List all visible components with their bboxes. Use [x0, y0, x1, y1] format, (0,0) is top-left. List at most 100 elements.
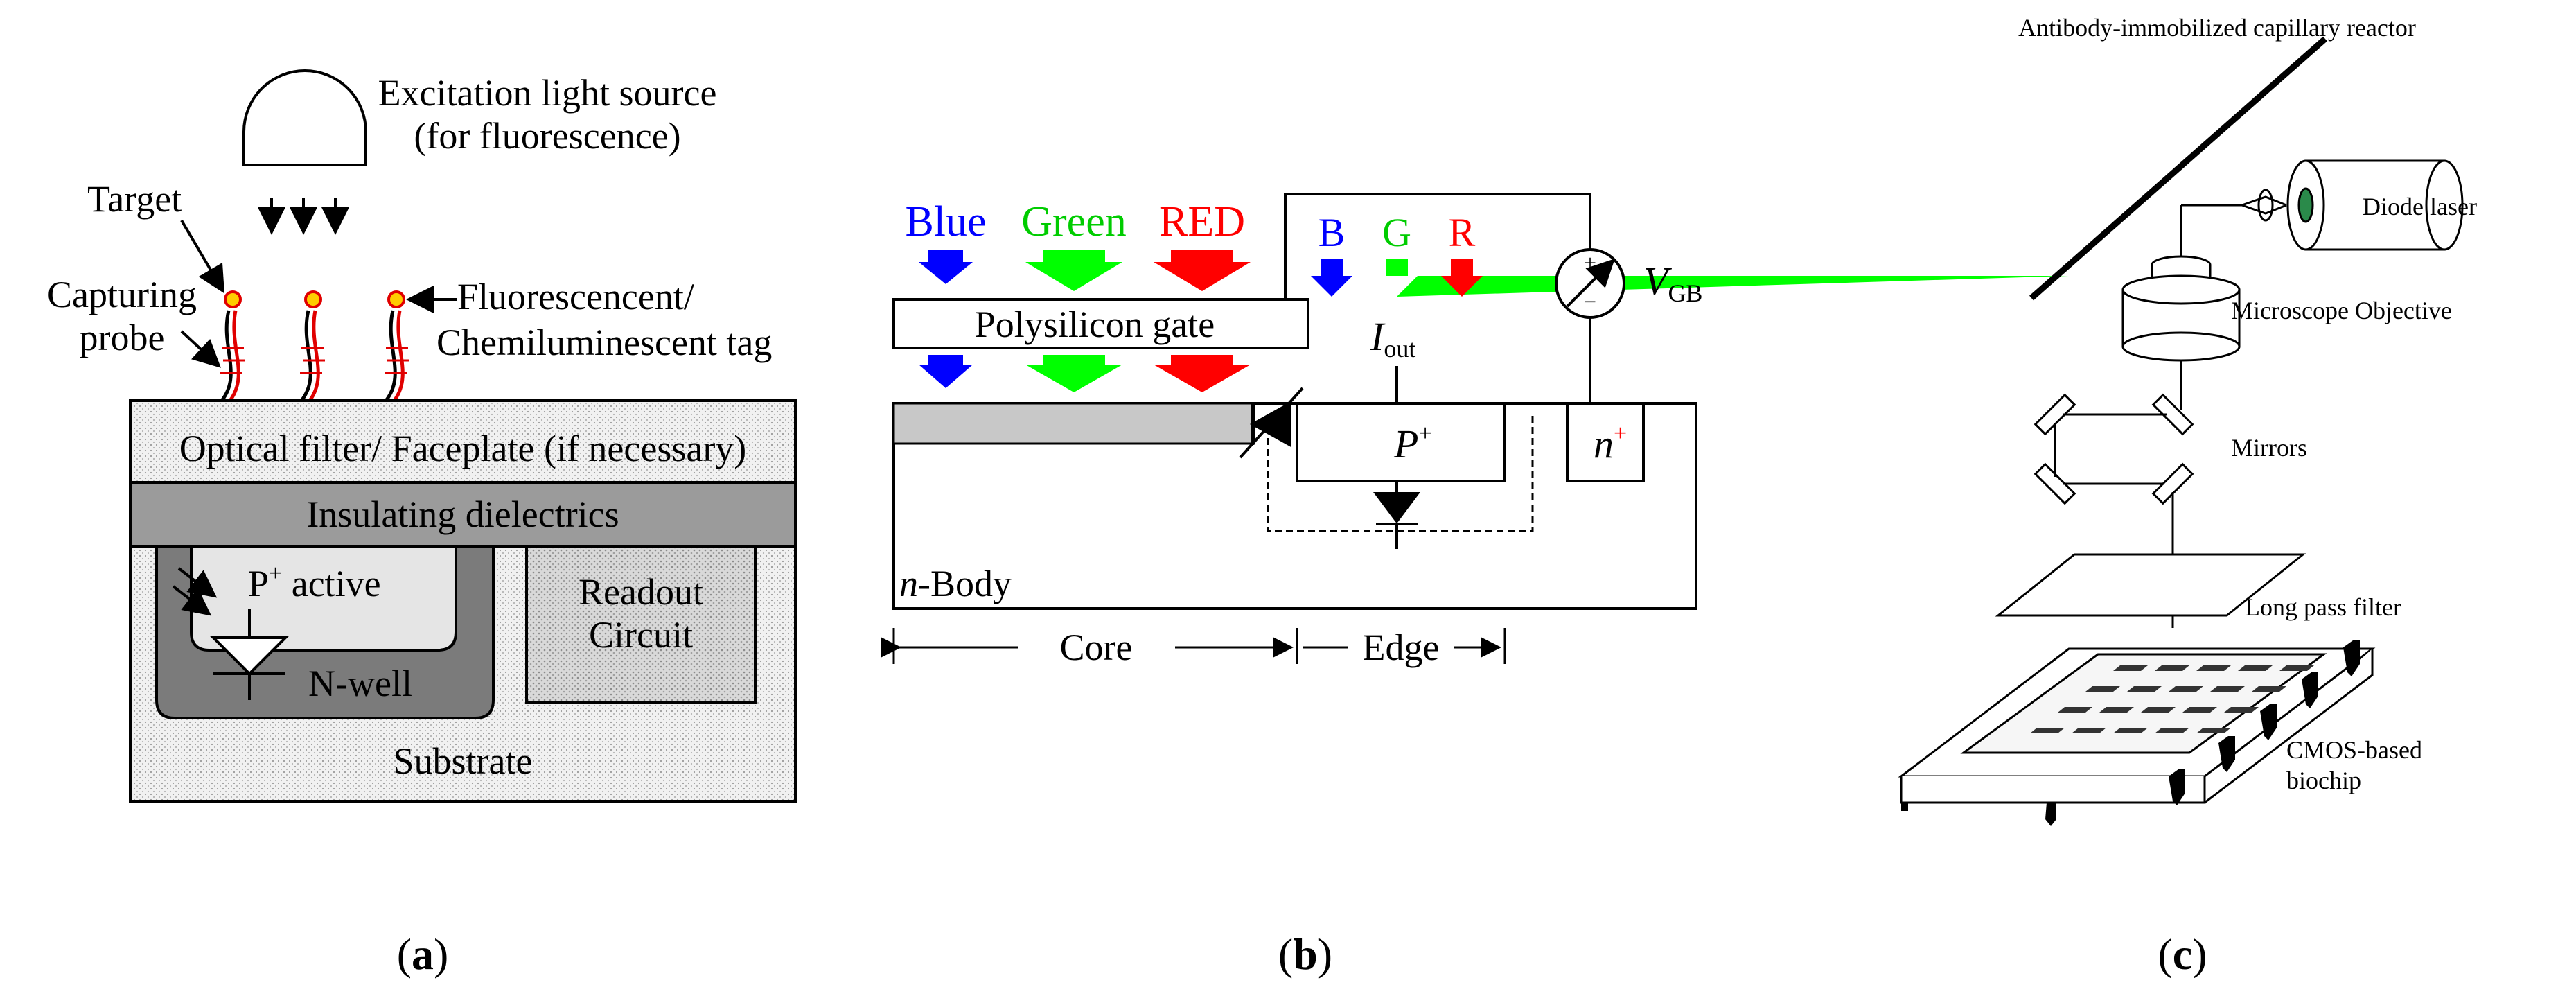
biochip-pixel	[2279, 665, 2314, 671]
tag-label: Fluorescencent/	[457, 276, 694, 317]
g-label: G	[1382, 210, 1411, 255]
vgb-source-icon	[1555, 248, 1625, 319]
p-plus-region	[1296, 402, 1506, 482]
long-pass-filter	[1995, 553, 2306, 617]
green-label: Green	[1021, 198, 1126, 245]
vgb-minus: −	[1584, 289, 1596, 314]
biochip-pixel	[2030, 728, 2065, 733]
probe-sublabel: probe	[80, 317, 165, 358]
dimension-lines	[881, 628, 1506, 664]
iout-label: Iout	[1370, 314, 1415, 362]
laser-label: Diode laser	[2363, 193, 2477, 220]
blue-arrow-top	[919, 250, 973, 284]
caption-c: (c)	[2158, 929, 2207, 979]
biochip-pixel	[2113, 728, 2148, 733]
target-label: Target	[87, 178, 182, 220]
red-arrow-bottom	[1154, 355, 1251, 392]
g-arrow	[1386, 259, 2069, 297]
green-arrow-top	[1025, 250, 1122, 291]
target-pointer	[180, 219, 225, 294]
probe-rungs	[220, 347, 409, 374]
reactor-label: Antibody-immobilized capillary reactor	[2018, 14, 2416, 42]
biochip-pixel	[2196, 665, 2231, 671]
biochip-pixel	[2155, 665, 2189, 671]
n-plus-region	[1566, 402, 1645, 482]
red-arrow-top	[1154, 250, 1251, 291]
capturing-probes	[220, 310, 405, 402]
filter-label: Long pass filter	[2245, 593, 2401, 621]
panel-c: Antibody-immobilized capillary reactor D…	[1898, 14, 2477, 979]
optical-filter-layer	[129, 399, 797, 484]
biochip-pixel	[2169, 686, 2203, 692]
probe-label: Capturing	[47, 274, 197, 315]
substrate-label: Substrate	[394, 740, 533, 782]
dielectric-layer	[129, 481, 797, 548]
chip-label: CMOS-based	[2286, 736, 2422, 764]
probe-pointer	[180, 330, 221, 368]
dielectric-label: Insulating dielectrics	[306, 493, 619, 535]
nwell-label: N-well	[308, 663, 412, 704]
light-source-sublabel: (for fluorescence)	[414, 115, 680, 157]
green-arrow-bottom	[1025, 355, 1122, 392]
light-source-label: Excitation light source	[378, 72, 717, 114]
biochip-pixel	[2099, 707, 2134, 713]
microscope-objective-icon	[2121, 205, 2241, 362]
photodiode-symbol	[172, 567, 289, 700]
core-channel	[892, 402, 1255, 445]
biochip-pixel	[2113, 665, 2148, 671]
biochip-pixel	[2182, 707, 2217, 713]
tag-sublabel: Chemiluminescent tag	[436, 322, 772, 363]
biochip-pixel	[2155, 728, 2189, 733]
readout-sublabel: Circuit	[589, 614, 693, 656]
caption-b: (b)	[1278, 929, 1332, 979]
fluorescent-tags	[224, 290, 405, 308]
blue-label: Blue	[905, 198, 986, 245]
light-source-icon	[242, 69, 367, 166]
biochip-pixel	[2127, 686, 2162, 692]
biochip-pixel	[2224, 707, 2259, 713]
capillary-reactor	[2029, 36, 2327, 301]
optical-filter-label: Optical filter/ Faceplate (if necessary)	[179, 428, 747, 469]
caption-a: (a)	[397, 929, 449, 979]
biochip-pixel	[2141, 707, 2176, 713]
r-arrow	[1441, 259, 1483, 297]
b-arrow	[1311, 259, 1352, 297]
biochip-pixel	[2252, 686, 2286, 692]
light-arrows	[258, 198, 349, 235]
biochip-pixel	[2196, 728, 2231, 733]
red-label: RED	[1159, 198, 1245, 245]
n-body-label: n-Body	[899, 563, 1012, 604]
biochip-pixel	[2058, 707, 2092, 713]
r-label: R	[1449, 210, 1476, 255]
p-plus-label: P+	[1393, 421, 1432, 466]
polysilicon-gate	[892, 298, 1309, 349]
biochip-pixel	[2085, 686, 2120, 692]
gate-label: Polysilicon gate	[975, 304, 1215, 345]
panel-b: Blue Green RED B G R Polysilicon gate + …	[881, 193, 2069, 979]
blue-arrow-bottom	[919, 355, 973, 388]
biochip-pixels	[2030, 665, 2314, 733]
edge-label: Edge	[1363, 627, 1440, 668]
readout-circuit	[525, 545, 757, 704]
biochip-pixel	[2210, 686, 2245, 692]
biochip-pixel	[2072, 728, 2106, 733]
chip-sublabel: biochip	[2286, 767, 2361, 794]
edge-depletion-outline	[1267, 416, 1534, 532]
objective-label: Microscope Objective	[2231, 297, 2452, 324]
vertical-diode-icon	[1373, 481, 1420, 549]
b-label: B	[1318, 210, 1346, 255]
biochip-pins	[1901, 640, 2360, 826]
panel-a: Excitation light source (for fluorescenc…	[47, 69, 797, 979]
p-active-label: P+ active	[248, 561, 381, 604]
gate-wiring	[1284, 193, 1591, 403]
diode-laser-icon	[2181, 159, 2464, 251]
n-plus-label: n+	[1594, 421, 1627, 466]
readout-label: Readout	[579, 571, 703, 613]
core-label: Core	[1060, 627, 1133, 668]
mirrors-label: Mirrors	[2231, 434, 2307, 462]
biochip-pixel	[2238, 665, 2273, 671]
vgb-plus: +	[1584, 250, 1596, 275]
lateral-diode-icon	[1239, 387, 1304, 459]
vgb-label: VGB	[1643, 259, 1702, 307]
